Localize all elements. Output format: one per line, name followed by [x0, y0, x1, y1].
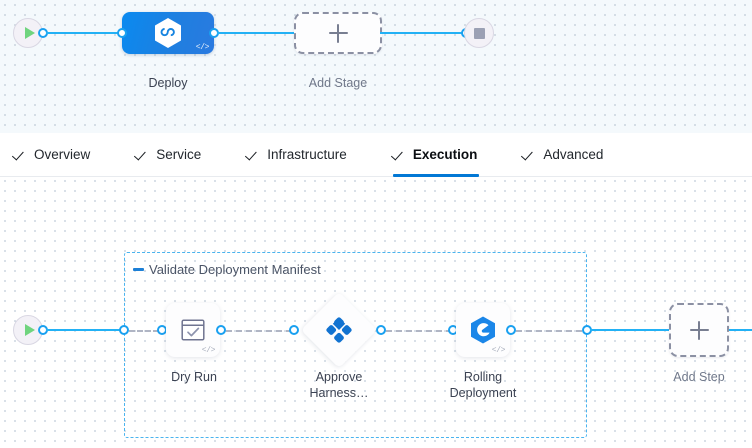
connector-deploy-to-add-stage — [217, 31, 297, 34]
plus-icon — [328, 23, 348, 43]
step-group-validate-deployment-manifest[interactable] — [124, 252, 587, 438]
step-label-rolling-deployment: Rolling Deployment — [433, 370, 533, 401]
group-entry-port[interactable] — [119, 325, 129, 335]
approval-input-port[interactable] — [289, 325, 299, 335]
execution-canvas[interactable]: Validate Deployment Manifest </> — [0, 178, 752, 448]
tab-execution[interactable]: Execution — [392, 133, 480, 177]
approval-output-port[interactable] — [376, 325, 386, 335]
step-code-badge[interactable]: </> — [491, 346, 506, 355]
add-stage-label: Add Stage — [308, 76, 368, 90]
deploy-input-port[interactable] — [117, 28, 127, 38]
connector-group-to-add-step — [590, 328, 670, 331]
check-icon — [393, 148, 406, 161]
rolling-deployment-hexagon-icon — [471, 316, 495, 344]
tab-underline — [392, 173, 480, 177]
step-node-approve-harness[interactable] — [300, 291, 378, 369]
connector-rolling-to-group-exit — [516, 329, 582, 332]
step-label-dry-run: Dry Run — [171, 370, 217, 384]
step-node-rolling-deployment[interactable]: </> — [456, 303, 510, 357]
connector-add-stage-to-end — [380, 31, 464, 34]
tab-advanced[interactable]: Advanced — [523, 133, 603, 177]
add-stage-button[interactable] — [294, 12, 382, 54]
harness-hexagon-icon — [153, 17, 183, 49]
connector-start-to-group — [46, 328, 122, 331]
tab-label: Advanced — [543, 147, 604, 162]
plus-icon — [689, 320, 709, 340]
connector-start-to-deploy — [46, 31, 122, 34]
step-group-label: Validate Deployment Manifest — [149, 262, 321, 277]
stage-pill-deploy[interactable]: </> — [122, 12, 214, 54]
check-icon — [247, 148, 260, 161]
pipeline-end-node[interactable] — [464, 18, 494, 48]
dry-run-check-window-icon — [181, 319, 205, 341]
step-label-approve-harness: Approve Harness… — [289, 370, 389, 401]
tab-overview[interactable]: Overview — [14, 133, 90, 177]
step-label-line1: Approve — [315, 370, 363, 384]
check-icon — [523, 148, 536, 161]
step-label-line2: Harness… — [309, 385, 369, 400]
tab-label: Overview — [34, 147, 91, 162]
step-card-dry-run[interactable]: </> — [166, 303, 220, 357]
tab-label: Infrastructure — [267, 147, 347, 162]
step-group-header[interactable]: Validate Deployment Manifest — [133, 262, 321, 277]
add-step-label: Add Step — [673, 370, 725, 384]
step-code-badge[interactable]: </> — [201, 346, 216, 355]
connector-group-to-dryrun — [129, 329, 159, 332]
stop-square — [473, 27, 485, 39]
stage-canvas[interactable]: </> Deploy Add Stage — [0, 0, 752, 133]
stage-label-deploy: Deploy — [148, 76, 188, 90]
harness-approval-diamond-icon — [325, 316, 353, 344]
connector-dryrun-to-approval — [226, 329, 292, 332]
stage-tabs: Overview Service Infrastructure Executio… — [0, 133, 752, 177]
step-label-line2: Deployment — [449, 385, 517, 400]
tab-service[interactable]: Service — [136, 133, 201, 177]
tab-label: Execution — [412, 147, 478, 162]
check-icon — [136, 148, 149, 161]
stage-code-badge[interactable]: </> — [195, 43, 210, 52]
collapse-dash-icon[interactable] — [133, 268, 144, 271]
stop-icon — [464, 18, 494, 48]
play-triangle — [24, 27, 35, 39]
rolling-output-port[interactable] — [506, 325, 516, 335]
step-node-dry-run[interactable]: </> — [166, 303, 220, 357]
step-card-rolling-deployment[interactable]: </> — [456, 303, 510, 357]
step-card-approve-harness[interactable] — [300, 291, 378, 369]
connector-add-step-trailing — [729, 328, 752, 331]
stage-node-deploy[interactable]: </> — [122, 12, 214, 54]
tab-label: Service — [156, 147, 202, 162]
tab-infrastructure[interactable]: Infrastructure — [247, 133, 347, 177]
play-triangle — [24, 324, 35, 336]
add-step-button[interactable] — [669, 303, 729, 357]
check-icon — [14, 148, 27, 161]
connector-approval-to-rolling — [386, 329, 452, 332]
step-label-line1: Rolling — [463, 370, 503, 384]
dry-run-output-port[interactable] — [216, 325, 226, 335]
